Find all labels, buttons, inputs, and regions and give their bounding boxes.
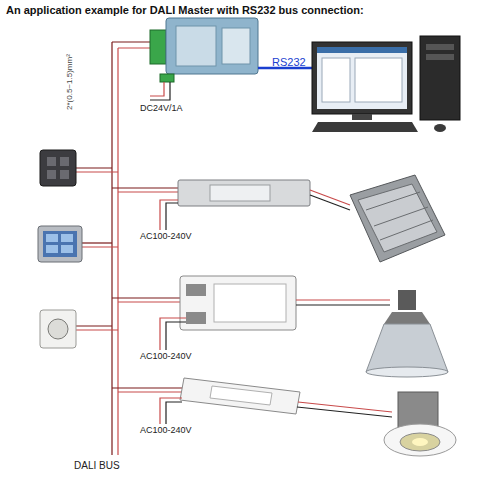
bus-wire: [118, 191, 178, 192]
monitor-screen: [317, 47, 407, 109]
power-rating: DC24V/1A: [140, 104, 183, 114]
mains-wire: [160, 398, 182, 424]
dimming-driver: [180, 276, 296, 330]
screen-tile: [61, 245, 73, 253]
output-wire: [310, 195, 350, 210]
dimmer-knob: [48, 319, 68, 339]
mains-wire: [166, 322, 186, 350]
bus-wire: [118, 391, 184, 392]
button: [60, 170, 69, 179]
output-wire: [297, 407, 392, 417]
mains-wire: [166, 402, 182, 424]
driver-label: [210, 386, 272, 405]
monitor-stand: [352, 114, 372, 120]
bus-wire: [82, 246, 118, 247]
dali-master-device: [166, 18, 258, 74]
lamp-housing: [384, 312, 430, 324]
bus-wire: [76, 167, 112, 168]
bus-wire: [118, 301, 180, 302]
button: [47, 170, 56, 179]
pc-tower: [420, 36, 460, 120]
mains-wire: [160, 318, 186, 350]
output-wire: [296, 304, 390, 305]
drive-bay: [426, 54, 454, 60]
driver-label: [210, 185, 270, 201]
button: [60, 157, 69, 166]
bus-wire: [117, 48, 118, 455]
button: [47, 157, 56, 166]
mains-wire: [160, 200, 178, 230]
flood-light: [350, 175, 445, 262]
light-fins: [358, 184, 437, 252]
bus-wire: [112, 387, 184, 388]
bus-wire: [76, 171, 118, 172]
terminal-block: [186, 284, 206, 296]
cable-spec: 2*(0.5~1.5)mm²: [66, 54, 75, 110]
led-chip: [412, 438, 428, 446]
power-rating: AC100-240V: [140, 426, 192, 436]
power-rating: AC100-240V: [140, 352, 192, 362]
led-driver: [178, 180, 310, 206]
power-rating: AC100-240V: [140, 232, 192, 242]
light-fin: [374, 207, 428, 226]
monitor: [312, 42, 412, 114]
signal-name: RS232: [272, 56, 306, 68]
bus-wire: [76, 329, 118, 330]
terminal-block: [160, 74, 174, 82]
bus-wire: [112, 187, 178, 188]
keyboard: [312, 122, 418, 132]
terminal-block: [150, 30, 166, 64]
bus-wire: [82, 242, 112, 243]
driver-label: [214, 284, 286, 322]
screen-tile: [46, 245, 58, 253]
reflector-rim: [366, 367, 448, 377]
rotary-dimmer: [40, 310, 76, 348]
touch-screen: [43, 231, 77, 257]
light-fin: [380, 220, 433, 240]
screen-tile: [46, 234, 58, 242]
downlight-trim: [384, 424, 456, 456]
mouse: [434, 124, 446, 132]
touch-panel: [38, 226, 82, 262]
window-bar: [317, 47, 407, 53]
led-driver: [180, 378, 300, 414]
device-panel: [176, 26, 216, 66]
mains-wire: [166, 203, 178, 230]
screen-tile: [61, 234, 73, 242]
bus-wire: [111, 42, 112, 455]
downlight-lens: [400, 433, 440, 451]
bus-name: DALI BUS: [74, 460, 120, 471]
device-label: [222, 28, 250, 64]
downlight-heatsink: [398, 392, 438, 428]
push-button-panel: [40, 150, 76, 186]
power-wire: [150, 82, 170, 100]
terminal-block: [186, 312, 206, 324]
high-bay-reflector: [366, 324, 448, 372]
light-fin: [366, 192, 420, 210]
window-pane: [355, 58, 402, 102]
bus-wire: [112, 297, 180, 298]
lamp-housing: [398, 290, 416, 310]
drive-bay: [426, 44, 454, 50]
output-wire: [296, 299, 390, 300]
bus-wire: [76, 325, 112, 326]
window-pane: [322, 58, 350, 102]
power-wire: [150, 82, 164, 96]
output-wire: [298, 402, 392, 412]
diagram-title: An application example for DALI Master w…: [6, 4, 364, 16]
